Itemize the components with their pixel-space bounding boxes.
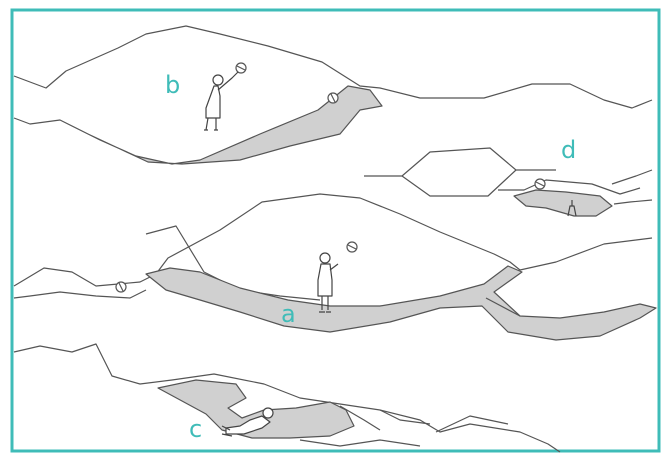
ball-a-air [347, 242, 357, 252]
label-a: a [281, 300, 296, 328]
shaded-strip-a [146, 266, 656, 340]
shaded-cluster-d [514, 190, 612, 216]
bottom-ledge [14, 344, 560, 452]
ball-b-ground [328, 93, 338, 103]
figure-a [318, 253, 338, 312]
ball-d [535, 179, 545, 189]
border-frame [12, 10, 659, 451]
label-d: d [561, 136, 576, 164]
ball-b-air [236, 63, 246, 73]
ball-left [116, 282, 126, 292]
figure-b [204, 72, 238, 130]
right-cluster [364, 148, 652, 216]
label-b: b [165, 71, 180, 99]
label-c: c [189, 415, 202, 443]
